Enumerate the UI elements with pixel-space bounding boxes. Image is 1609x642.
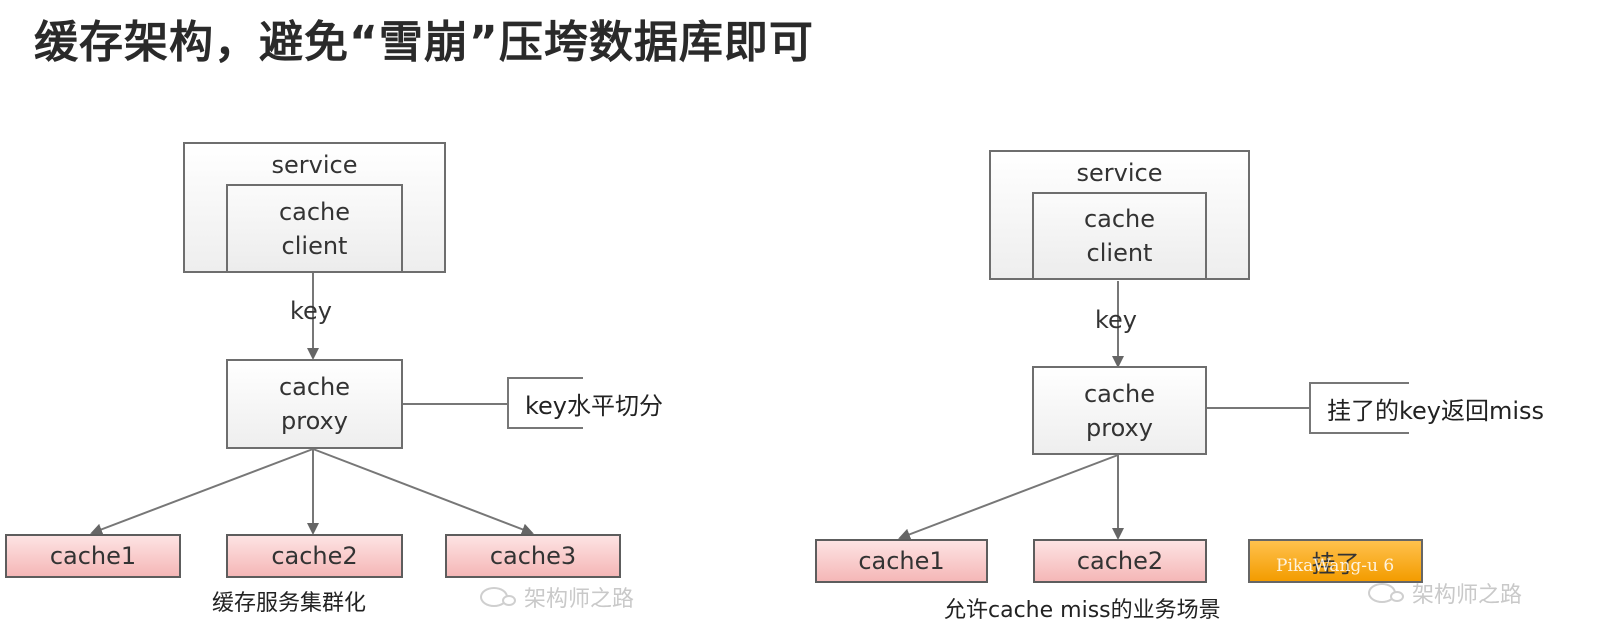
right-cache-client-box: cache client — [1032, 192, 1207, 280]
wechat-logo-icon — [480, 587, 516, 607]
left-proxy-line2: proxy — [281, 407, 348, 435]
left-note: key水平切分 — [507, 377, 663, 429]
right-watermark-text: 架构师之路 — [1412, 583, 1523, 608]
left-key-label: key — [290, 297, 333, 325]
left-arrow-cache3 — [312, 448, 534, 536]
right-note: 挂了的key返回miss — [1309, 382, 1544, 434]
right-caption: 允许cache miss的业务场景 — [944, 598, 1221, 623]
left-watermark-text: 架构师之路 — [524, 587, 635, 612]
left-node-cache1-label: cache1 — [49, 542, 137, 570]
overlay-watermark: PikaWang-u 6 — [1276, 556, 1395, 576]
left-node-cache1: cache1 — [5, 534, 181, 578]
page-title: 缓存架构，避免“雪崩”压垮数据库即可 — [34, 17, 814, 68]
right-key-label: key — [1095, 306, 1138, 334]
left-cache-proxy-box: cache proxy — [226, 359, 403, 449]
left-arrow-cache1 — [90, 448, 314, 536]
right-node-cache1: cache1 — [815, 539, 988, 583]
right-node-cache2: cache2 — [1033, 539, 1207, 583]
right-client-line1: cache — [1083, 205, 1156, 233]
left-node-cache2-label: cache2 — [271, 542, 358, 570]
right-client-line2: client — [1086, 239, 1153, 267]
wechat-logo-icon — [1368, 583, 1404, 603]
right-proxy-line1: cache — [1083, 379, 1156, 408]
left-node-cache3: cache3 — [445, 534, 621, 578]
left-client-line2: client — [281, 231, 348, 260]
left-node-cache2: cache2 — [226, 534, 403, 578]
right-cache-proxy-box: cache proxy — [1032, 366, 1207, 455]
left-client-line1: cache — [278, 197, 351, 226]
left-caption: 缓存服务集群化 — [212, 591, 367, 616]
left-cache-client-box: cache client — [226, 184, 403, 273]
right-watermark: 架构师之路 — [1368, 577, 1522, 609]
left-service-label: service — [271, 151, 358, 179]
right-node-cache2-label: cache2 — [1076, 547, 1164, 575]
right-node-cache1-label: cache1 — [858, 547, 945, 575]
right-node-failed: 挂了 — [1248, 539, 1423, 583]
left-note-text: key水平切分 — [525, 391, 664, 420]
right-proxy-line2: proxy — [1086, 413, 1153, 442]
left-node-cache3-label: cache3 — [489, 542, 577, 570]
left-watermark: 架构师之路 — [480, 581, 634, 613]
right-note-text: 挂了的key返回miss — [1327, 396, 1545, 425]
right-service-label: service — [1076, 159, 1163, 187]
left-proxy-line1: cache — [278, 373, 351, 401]
right-node-failed-label: 挂了 — [1311, 549, 1360, 578]
right-arrow-cache1 — [898, 454, 1119, 541]
